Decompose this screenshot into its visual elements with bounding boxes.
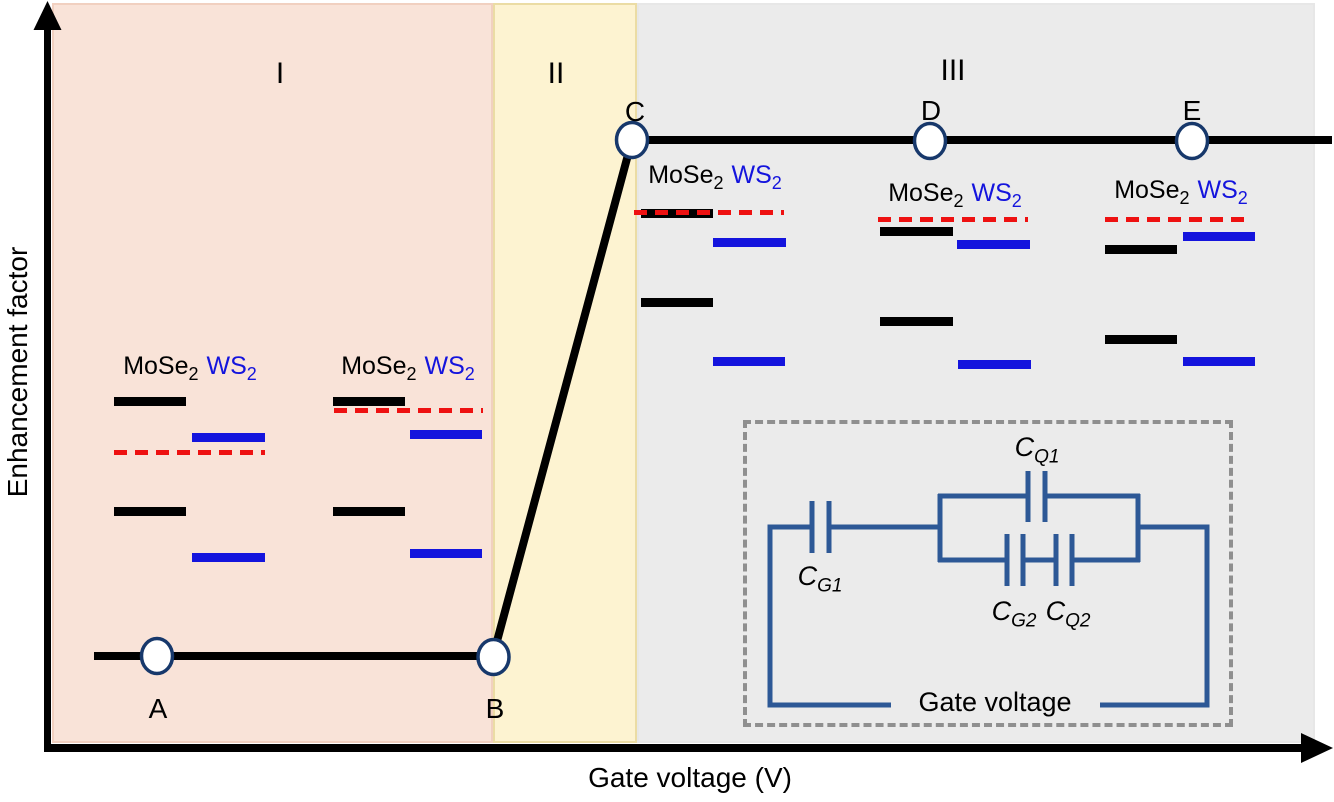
- point-e-marker: [1174, 121, 1210, 161]
- diagram-d-ws2-conduction-level: [957, 240, 1030, 249]
- data-point-markers: [139, 120, 1210, 677]
- ws2-label: WS2: [424, 352, 475, 384]
- capacitor-cq1-label: CQ1: [1014, 432, 1060, 468]
- y-axis-arrow-icon: [33, 1, 62, 30]
- circuit-gate-voltage-label: Gate voltage: [918, 687, 1072, 717]
- y-axis-title: Enhancement factor: [2, 246, 33, 498]
- point-a-marker: [139, 636, 175, 676]
- diagram-e-fermi-level-line: [1105, 217, 1252, 222]
- diagram-c-fermi-level-line: [634, 210, 784, 215]
- region-i-background: [52, 3, 493, 743]
- diagram-a-mose2-valence-level: [114, 507, 186, 516]
- point-c-marker: [614, 120, 650, 160]
- diagram-e-ws2-valence-level: [1183, 357, 1255, 366]
- diagram-c-mose2-valence-level: [641, 298, 713, 307]
- mose2-label: MoSe2: [341, 352, 417, 384]
- diagram-a-ws2-valence-level: [192, 553, 265, 562]
- mose2-label: MoSe2: [648, 161, 724, 193]
- diagram-e-mose2-conduction-level: [1105, 245, 1177, 254]
- diagram-b-mose2-conduction-level: [333, 397, 405, 406]
- point-b-label: B: [485, 693, 505, 724]
- capacitor-cq2-plates-icon: [1053, 534, 1075, 586]
- ws2-label: WS2: [1197, 176, 1248, 208]
- region-i-label: I: [275, 57, 285, 90]
- diagram-a-fermi-level-line: [114, 450, 265, 455]
- mose2-label: MoSe2: [123, 352, 199, 384]
- region-ii-background: [493, 3, 637, 743]
- mose2-label: MoSe2: [888, 179, 964, 211]
- circuit-wire-right-loop: [1100, 524, 1210, 708]
- x-axis-arrow-icon: [1301, 733, 1333, 763]
- diagram-d-fermi-level-line: [878, 217, 1028, 222]
- diagram-d-ws2-valence-level: [958, 360, 1031, 369]
- ws2-label: WS2: [971, 179, 1022, 211]
- diagram-c-ws2-conduction-level: [713, 238, 786, 247]
- diagram-d-mose2-valence-level: [880, 317, 953, 326]
- point-d-label: D: [920, 95, 942, 126]
- mose2-label: MoSe2: [1114, 176, 1190, 208]
- point-c-label: C: [624, 96, 646, 127]
- diagram-e-mose2-valence-level: [1105, 335, 1177, 344]
- diagram-d-mose2-conduction-level: [880, 227, 953, 236]
- capacitor-cg2-label: CG2: [991, 596, 1037, 632]
- enhancement-curve: [94, 136, 1332, 660]
- region-ii-label: II: [547, 57, 565, 90]
- circuit-wire-left-loop: [767, 524, 891, 708]
- ws2-label: WS2: [731, 161, 782, 193]
- diagram-b-mose2-valence-level: [333, 507, 405, 516]
- x-axis-title: Gate voltage (V): [588, 762, 792, 793]
- region-iii-label: III: [940, 54, 966, 87]
- point-d-marker: [912, 121, 948, 161]
- capacitor-cq2-label: CQ2: [1045, 596, 1091, 632]
- capacitor-cq1-plates-icon: [1025, 471, 1048, 522]
- capacitor-cg1-plates-icon: [809, 501, 832, 553]
- diagram-e-ws2-conduction-level: [1183, 232, 1255, 241]
- point-b-marker: [476, 637, 511, 677]
- circuit-inset-frame: [743, 420, 1233, 727]
- capacitor-cg2-plates-icon: [1004, 534, 1026, 586]
- diagram-b-fermi-level-line: [334, 408, 483, 413]
- capacitance-circuit: [767, 471, 1210, 708]
- diagram-a-mose2-conduction-level: [114, 397, 186, 406]
- diagram-a-ws2-conduction-level: [192, 433, 265, 442]
- diagram-c-ws2-valence-level: [713, 357, 785, 366]
- point-e-label: E: [1182, 95, 1202, 126]
- capacitor-cg1-label: CG1: [797, 561, 843, 597]
- point-a-label: A: [148, 693, 168, 724]
- ws2-label: WS2: [206, 352, 257, 384]
- diagram-b-ws2-conduction-level: [410, 430, 482, 439]
- diagram-b-ws2-valence-level: [410, 549, 482, 558]
